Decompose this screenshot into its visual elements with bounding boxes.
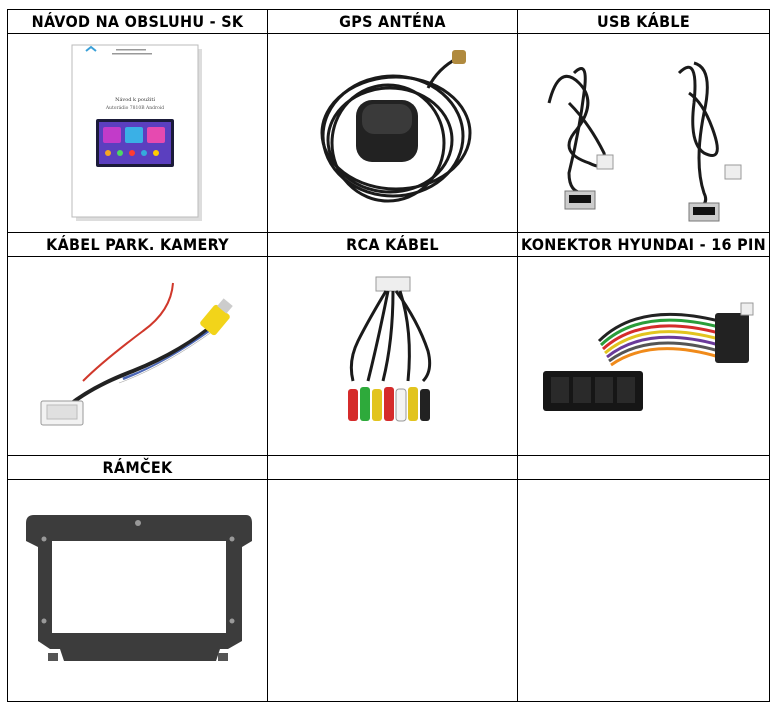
manual-title: Návod k použití: [115, 96, 155, 103]
header-hyundai-connector: KONEKTOR HYUNDAI - 16 PIN: [517, 232, 770, 257]
cell-frame: [7, 479, 268, 702]
header-manual: NÁVOD NA OBSLUHU - SK: [7, 9, 268, 34]
usb-cables-icon: [547, 61, 741, 222]
header-camera-cable: KÁBEL PARK. KAMERY: [7, 232, 268, 257]
manual-subtitle: Autorádio 7810B Android: [104, 104, 163, 111]
packing-list-table: NÁVOD NA OBSLUHU - SK GPS ANTÉNA USB KÁB…: [7, 9, 770, 702]
gps-antenna-icon: [320, 50, 471, 203]
header-empty-3: [517, 455, 770, 480]
header-rca-cable: RCA KÁBEL: [267, 232, 518, 257]
dash-frame-icon: [25, 514, 252, 661]
header-empty-2: [267, 455, 518, 480]
camera-cable-icon: [40, 282, 233, 426]
cell-rca-cable: [267, 256, 518, 456]
hyundai-connector-icon: [542, 302, 753, 411]
manual-booklet-icon: Návod k použití Autorádio 7810B Android: [71, 44, 202, 221]
cell-empty-2: [267, 479, 518, 702]
header-usb-cables: USB KÁBLE: [517, 9, 770, 34]
cell-usb-cables: [517, 33, 770, 233]
cell-empty-3: [517, 479, 770, 702]
header-gps-antenna: GPS ANTÉNA: [267, 9, 518, 34]
cell-camera-cable: [7, 256, 268, 456]
header-frame: RÁMČEK: [7, 455, 268, 480]
cell-hyundai-connector: [517, 256, 770, 456]
cell-manual: Návod k použití Autorádio 7810B Android: [7, 33, 268, 233]
cell-gps-antenna: [267, 33, 518, 233]
rca-cable-icon: [347, 276, 431, 422]
